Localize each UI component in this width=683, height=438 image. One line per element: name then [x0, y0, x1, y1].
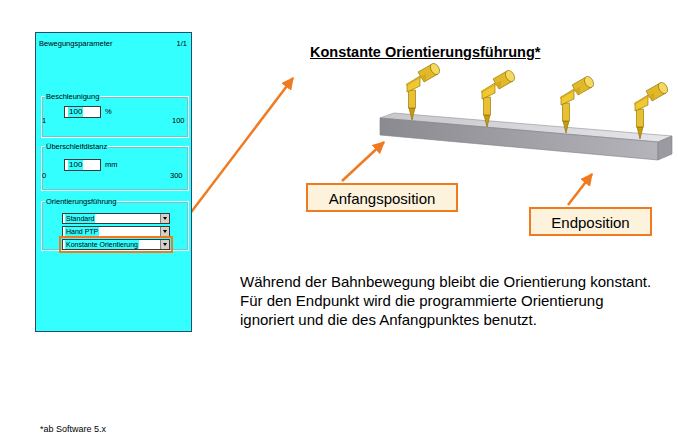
- node-label: Standard: [65, 214, 95, 223]
- title: Konstante Orientierungsführung*: [310, 44, 540, 60]
- node-label: 100: [68, 160, 83, 170]
- unit-label: %: [105, 107, 112, 116]
- description-text: Während der Bahnbewegung bleibt die Orie…: [240, 272, 660, 329]
- dropdown: Standard: [62, 213, 170, 224]
- node-label: Endposition: [531, 213, 650, 230]
- robot-tool: [406, 62, 669, 139]
- dropdown: Konstante Orientierung: [62, 239, 170, 250]
- robot-tool: [406, 62, 441, 120]
- unit-label: mm: [105, 160, 118, 169]
- group-frame: OrientierungsführungStandardHand PTPKons…: [41, 201, 189, 251]
- dropdown-button: [160, 240, 169, 249]
- node-label: Orientierungsführung: [45, 197, 117, 206]
- scale-label: 300: [170, 171, 183, 180]
- node-label: Beschleunigung: [45, 92, 100, 101]
- input-field: 100: [64, 106, 101, 118]
- node-label: Anfangsposition: [308, 189, 456, 206]
- robot-tool: [481, 69, 516, 127]
- robot-tool: [560, 75, 595, 133]
- node-label: Konstante Orientierung: [65, 240, 139, 249]
- callout-box: Anfangsposition: [306, 183, 458, 212]
- dropdown-button: [160, 214, 169, 223]
- footnote: *ab Software 5.x: [40, 424, 106, 434]
- callout-box: Endposition: [529, 207, 652, 236]
- input-field: 100: [64, 159, 101, 171]
- scale-label: 100: [172, 116, 185, 125]
- dropdown: Hand PTP: [62, 226, 170, 237]
- node-label: Überschleifdistanz: [45, 142, 108, 151]
- node-label: Hand PTP: [65, 227, 99, 236]
- dropdown-button: [160, 227, 169, 236]
- workpiece-bar: [380, 113, 672, 160]
- dialog-panel: Bewegungsparameter1/1Beschleunigung100Üb…: [35, 32, 192, 332]
- scale-label: 1: [42, 116, 46, 125]
- robot-tool: [634, 81, 669, 139]
- page-number: 1/1: [177, 39, 187, 48]
- group-frame: Beschleunigung100: [41, 96, 189, 138]
- node-label: Bewegungsparameter: [39, 39, 112, 48]
- node-label: 100: [68, 107, 83, 117]
- scale-label: 0: [42, 171, 46, 180]
